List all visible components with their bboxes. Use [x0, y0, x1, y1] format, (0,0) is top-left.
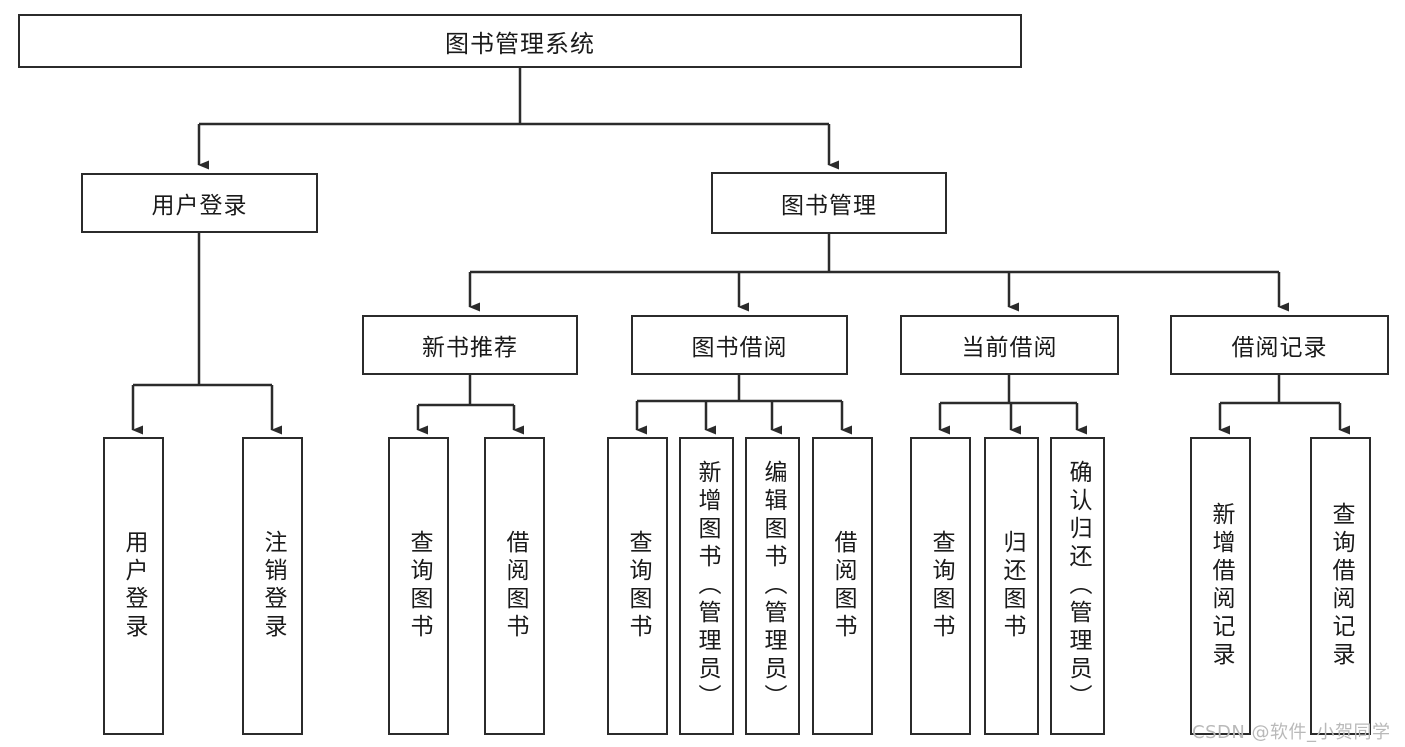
node-root-label: 图书管理系统 [445, 29, 595, 58]
leaf-current-return-book-label: 归还图书 [999, 530, 1025, 642]
leaf-current-confirm-return-admin[interactable]: 确认归还（管理员） [1050, 437, 1105, 735]
leaf-borrow-edit-book-admin-label: 编辑图书（管理员） [760, 460, 786, 712]
leaf-borrow-lend-book[interactable]: 借阅图书 [812, 437, 873, 735]
leaf-user-login[interactable]: 用户登录 [103, 437, 164, 735]
leaf-records-add[interactable]: 新增借阅记录 [1190, 437, 1251, 735]
node-user-login[interactable]: 用户登录 [81, 173, 318, 233]
node-new-book-recommend[interactable]: 新书推荐 [362, 315, 578, 375]
leaf-records-query-label: 查询借阅记录 [1328, 502, 1354, 670]
node-current-borrow[interactable]: 当前借阅 [900, 315, 1119, 375]
leaf-records-add-label: 新增借阅记录 [1208, 502, 1234, 670]
node-new-book-recommend-label: 新书推荐 [422, 335, 518, 361]
node-borrow-records[interactable]: 借阅记录 [1170, 315, 1389, 375]
node-book-borrow-label: 图书借阅 [691, 335, 788, 361]
node-book-borrow[interactable]: 图书借阅 [631, 315, 848, 375]
node-book-management-label: 图书管理 [781, 193, 877, 219]
leaf-borrow-lend-book-label: 借阅图书 [830, 530, 856, 642]
leaf-new-book-query[interactable]: 查询图书 [388, 437, 449, 735]
node-current-borrow-label: 当前借阅 [961, 335, 1058, 361]
leaf-user-login-label: 用户登录 [121, 530, 147, 642]
leaf-new-book-query-label: 查询图书 [406, 530, 432, 642]
leaf-new-book-borrow[interactable]: 借阅图书 [484, 437, 545, 735]
leaf-borrow-query-label: 查询图书 [625, 530, 651, 642]
leaf-records-query[interactable]: 查询借阅记录 [1310, 437, 1371, 735]
leaf-borrow-query[interactable]: 查询图书 [607, 437, 668, 735]
leaf-current-query[interactable]: 查询图书 [910, 437, 971, 735]
node-user-login-label: 用户登录 [151, 193, 248, 219]
leaf-current-query-label: 查询图书 [928, 530, 954, 642]
leaf-current-confirm-return-admin-label: 确认归还（管理员） [1065, 460, 1091, 712]
leaf-current-return-book[interactable]: 归还图书 [984, 437, 1039, 735]
node-book-management[interactable]: 图书管理 [711, 172, 947, 234]
leaf-user-logout[interactable]: 注销登录 [242, 437, 303, 735]
leaf-user-logout-label: 注销登录 [260, 530, 286, 642]
leaf-borrow-edit-book-admin[interactable]: 编辑图书（管理员） [745, 437, 800, 735]
leaf-borrow-add-book-admin-label: 新增图书（管理员） [694, 460, 720, 712]
node-root[interactable]: 图书管理系统 [18, 14, 1022, 68]
csdn-watermark: CSDN @软件_小贺同学 [1192, 722, 1391, 743]
leaf-borrow-add-book-admin[interactable]: 新增图书（管理员） [679, 437, 734, 735]
node-borrow-records-label: 借阅记录 [1231, 335, 1328, 361]
leaf-new-book-borrow-label: 借阅图书 [502, 530, 528, 642]
